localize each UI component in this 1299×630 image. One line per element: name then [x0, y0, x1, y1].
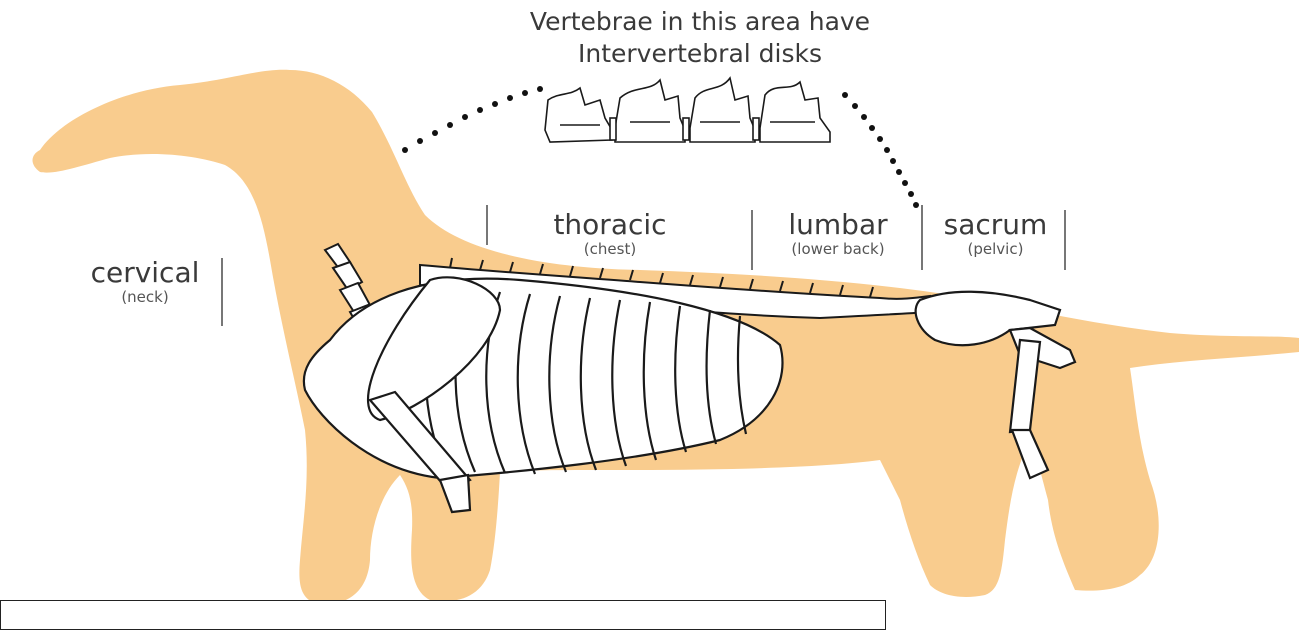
region-cervical: cervical (neck) — [70, 258, 220, 306]
region-thoracic: thoracic (chest) — [530, 210, 690, 258]
dog-spine-diagram: Vertebrae in this area have Intervertebr… — [0, 0, 1299, 613]
region-lumbar-note: (lower back) — [758, 240, 918, 258]
region-lumbar-name: lumbar — [758, 210, 918, 240]
region-lumbar: lumbar (lower back) — [758, 210, 918, 258]
heading-line2: Intervertebral disks — [440, 38, 960, 70]
region-sacrum-name: sacrum — [928, 210, 1063, 240]
region-cervical-name: cervical — [70, 258, 220, 288]
heading-line1: Vertebrae in this area have — [440, 6, 960, 38]
caption-box — [0, 600, 886, 630]
region-cervical-note: (neck) — [70, 288, 220, 306]
region-sacrum: sacrum (pelvic) — [928, 210, 1063, 258]
vertebrae-disc-illustration — [545, 78, 830, 142]
diagram-heading: Vertebrae in this area have Intervertebr… — [440, 6, 960, 70]
region-sacrum-note: (pelvic) — [928, 240, 1063, 258]
region-thoracic-note: (chest) — [530, 240, 690, 258]
region-thoracic-name: thoracic — [530, 210, 690, 240]
dog-illustration — [0, 0, 1299, 613]
